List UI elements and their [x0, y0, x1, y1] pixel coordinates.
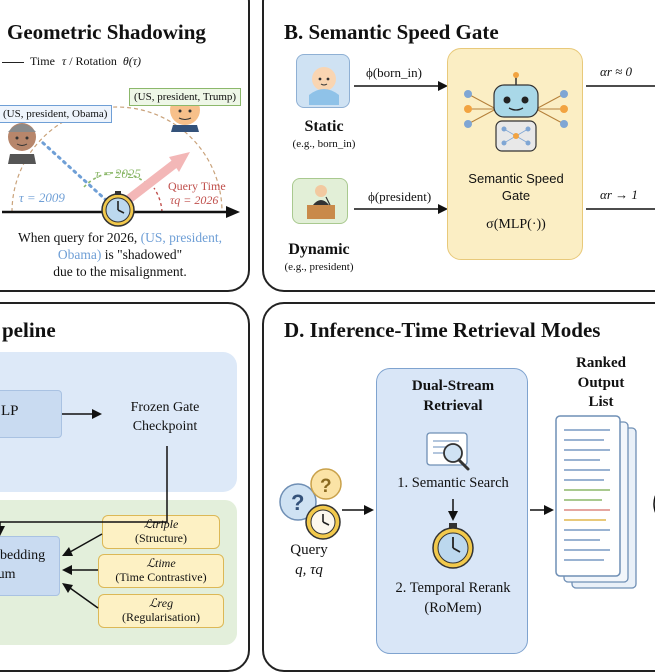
phi-president: ϕ(president) [368, 189, 432, 204]
semantic-speed-gate-box: Semantic Speed Gate σ(MLP(·)) [447, 48, 583, 260]
loss-reg: ℒreg [148, 596, 174, 610]
loss-time: ℒtime [146, 556, 176, 570]
clock-icon [101, 191, 135, 227]
pipeline-arrows [0, 409, 168, 609]
svg-text:?: ? [291, 490, 304, 515]
arrow-mlp-to-frozen-head [92, 409, 102, 419]
gate-formula: σ(MLP(·)) [486, 217, 546, 232]
mlp-box: LP [0, 390, 62, 438]
retrieval-arrows [342, 495, 655, 515]
arrow-frozen-to-embedding [0, 446, 168, 528]
arrow-reg-head [62, 583, 73, 593]
query-label: Query [290, 542, 328, 558]
tag-obama: (US, president, Obama) [0, 105, 113, 123]
time-axis-arrow [226, 206, 240, 218]
step-temporal-rerank: 2. Temporal Rerank (RoMem) [395, 580, 511, 616]
step-arrow [448, 499, 458, 521]
static-example: (e.g., born_in) [292, 138, 356, 150]
trump-arrow-head [169, 152, 190, 172]
arrow-dual-to-list-head [544, 505, 554, 515]
gate-arrows [354, 81, 655, 214]
arrow-triple [69, 533, 103, 553]
dynamic-label: Dynamic [288, 241, 350, 258]
alpha-static: αr ≈ 0 [600, 64, 633, 79]
label-query-time: Query Time [168, 179, 226, 193]
arc-2025 [83, 171, 151, 188]
embedding-label: nbedding rum [0, 548, 46, 582]
loss-time-desc: (Time Contrastive) [115, 569, 207, 584]
ranked-output-list [555, 415, 637, 589]
dual-stream-box: Dual-Stream Retrieval 1. Semantic Search… [376, 368, 528, 654]
loss-triple: ℒtriple [143, 517, 179, 531]
rerank-clock-icon [432, 523, 474, 569]
query-vars: q, τq [295, 562, 323, 578]
panel-a-title: Geometric Shadowing [7, 20, 206, 44]
panel-geometric-shadowing: Geometric Shadowing Time τ / Rotation θ(… [0, 0, 250, 292]
loss-time-box: ℒtime (Time Contrastive) [98, 554, 224, 588]
baby-icon [296, 54, 350, 108]
panel-retrieval-modes: D. Inference-Time Retrieval Modes ? ? Qu… [262, 302, 655, 672]
tag-trump: (US, president, Trump) [129, 88, 242, 106]
arrow-frozen-to-embedding-head [0, 526, 5, 536]
alpha-dynamic: αr → 1 [600, 187, 638, 202]
robot-icon [464, 72, 568, 152]
loss-triple-desc: (Structure) [135, 530, 187, 545]
panel-semantic-speed-gate: B. Semantic Speed Gate Static (e.g., bor… [262, 0, 655, 292]
frozen-gate-label: Frozen Gate Checkpoint [130, 400, 200, 434]
embedding-box: nbedding rum [0, 536, 60, 596]
dynamic-example: (e.g., president) [284, 261, 354, 273]
ranked-list-title: Ranked Output List [575, 355, 627, 410]
query-icon: ? ? [279, 468, 342, 540]
arrow-dynamic-in-head [438, 204, 448, 214]
label-tau-2025: τ = 2025 [95, 166, 141, 181]
arrow-static-in-head [438, 81, 448, 91]
dual-stream-title: Dual-Stream Retrieval [411, 378, 495, 414]
svg-text:?: ? [320, 476, 332, 497]
arrow-time-head [62, 565, 72, 575]
panel-d-title: D. Inference-Time Retrieval Modes [284, 318, 601, 342]
panel-c-title: peline [2, 318, 56, 342]
speaker-icon [292, 178, 348, 224]
panel-training-pipeline: peline LP Frozen Gate Checkpoint nbeddin… [0, 302, 250, 672]
loss-reg-desc: (Regularisation) [122, 609, 200, 624]
arrow-partial-right [653, 495, 655, 513]
rotation-arc [11, 106, 223, 213]
arc-query [153, 187, 163, 213]
static-label: Static [304, 118, 344, 135]
label-tau-2009: τ = 2009 [19, 190, 65, 205]
label-tau-q-2026: τq = 2026 [170, 193, 219, 207]
obama-face-icon [8, 123, 36, 164]
step-semantic-search: 1. Semantic Search [397, 475, 509, 491]
phi-born-in: ϕ(born_in) [366, 65, 422, 80]
time-axis-label: Time τ / Rotation θ(τ) [2, 54, 141, 69]
obama-ray [40, 140, 119, 212]
arrow-reg [69, 587, 99, 609]
loss-triple-box: ℒtriple (Structure) [102, 515, 220, 549]
shadowing-caption: When query for 2026, (US, president, Oba… [18, 230, 222, 279]
arrow-triple-head [62, 547, 73, 556]
document-search-icon [426, 432, 470, 471]
panel-b-title: B. Semantic Speed Gate [284, 20, 499, 44]
gate-label: Semantic Speed Gate [468, 171, 564, 203]
arrow-query-to-dual-head [364, 505, 374, 515]
loss-reg-box: ℒreg (Regularisation) [98, 594, 224, 628]
mlp-label: LP [1, 403, 19, 419]
